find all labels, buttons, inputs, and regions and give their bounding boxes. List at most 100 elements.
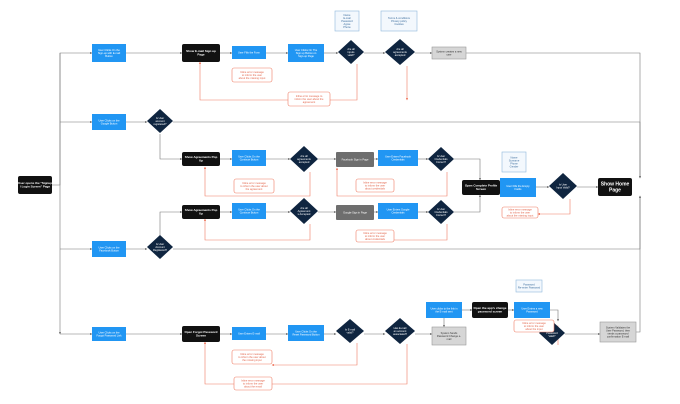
node-label: Credentials	[391, 210, 405, 214]
node-label: Inline error message	[240, 70, 264, 74]
node-label: User Clicks On the	[238, 207, 260, 211]
node-label: User Clicks on the	[98, 245, 120, 249]
node-label: Open Complete Profile	[465, 184, 498, 188]
node-label: Are all	[300, 154, 308, 158]
node-label: Reset Password Button	[292, 332, 320, 336]
node-label: Google Sign in Page	[343, 210, 367, 214]
blue-box	[92, 44, 126, 62]
node-label: Sign-up Page	[298, 54, 314, 58]
decision-diamond	[338, 40, 364, 64]
decision-diamond	[290, 198, 318, 224]
node-label: Agree	[344, 22, 351, 26]
node-label: User Enters a new	[521, 306, 542, 310]
node-label: user	[446, 52, 451, 56]
r4-pw-node: Google Sign in Page	[336, 205, 374, 220]
node-label: Sign up Button on	[296, 51, 317, 55]
node-label: Password Change e-	[437, 334, 461, 338]
node-label: to inform the user	[242, 73, 262, 77]
node-label: Re-enter Password	[518, 285, 541, 289]
err-box	[231, 349, 273, 365]
decision-diamond	[385, 39, 415, 65]
node-label: Credentials	[434, 157, 448, 161]
node-label: Is User	[559, 182, 567, 186]
node-label: about the missing input	[507, 213, 534, 217]
node-label: Name	[511, 155, 518, 159]
node-label: to inform the user	[365, 234, 385, 238]
blue-box	[92, 327, 126, 341]
err-box	[513, 319, 555, 333]
decision-diamond	[385, 318, 415, 344]
blue-box	[92, 241, 126, 257]
node-label: Is User	[437, 154, 445, 158]
node-label: associated?	[393, 332, 407, 336]
node-label: Fields	[515, 187, 523, 191]
decision-diamond	[428, 147, 454, 171]
node-label: User Clicks On The	[295, 48, 318, 52]
flow-nodes: User opens the "Signup/ Login Screen" Pa…	[18, 10, 637, 391]
gray-box	[431, 46, 467, 60]
node-label: Show Home	[601, 182, 630, 188]
black-box	[182, 44, 220, 62]
darkgray-box	[336, 205, 374, 220]
node-label: about credentials	[365, 237, 385, 241]
node-label: Phone	[343, 25, 351, 29]
node-label: to inform the user about	[240, 184, 268, 188]
node-label: the agreement	[246, 187, 263, 191]
blue-box	[232, 203, 266, 219]
node-label: Phone	[510, 161, 518, 165]
node-label: confirmation E-mail	[607, 334, 630, 338]
black-box	[18, 176, 52, 194]
node-label: to inform the user	[243, 381, 263, 385]
err-box	[355, 178, 395, 193]
blue-box	[378, 150, 418, 166]
node-label: the E-mail sent	[435, 309, 453, 313]
node-label: Show E-mail Sign up	[186, 49, 216, 53]
blue-box	[232, 327, 266, 340]
err-box	[231, 67, 273, 83]
node-label: valid?	[347, 330, 354, 334]
node-label: valid?	[348, 53, 355, 57]
gray-box	[431, 326, 467, 346]
err-box	[355, 229, 395, 243]
node-label: an account	[394, 329, 407, 333]
node-label: mail	[447, 337, 452, 341]
black-box	[182, 152, 220, 166]
node-label: inputs	[348, 50, 356, 54]
node-label: Up	[199, 212, 203, 216]
blue-box	[426, 302, 462, 318]
r1-fill-node: User Fills the Form	[232, 46, 266, 59]
darkgray-box	[336, 152, 374, 167]
gray-box	[599, 321, 637, 343]
blue-box	[232, 150, 266, 166]
blue-box	[514, 302, 550, 318]
note-box	[515, 279, 543, 293]
node-label: Name	[344, 13, 351, 17]
node-label: System creates a new	[436, 49, 462, 53]
node-label: to inform the user	[524, 324, 544, 328]
node-label: Are all	[300, 206, 308, 210]
node-label: User Clicks on the	[98, 118, 120, 122]
node-label: agreement	[303, 100, 316, 104]
